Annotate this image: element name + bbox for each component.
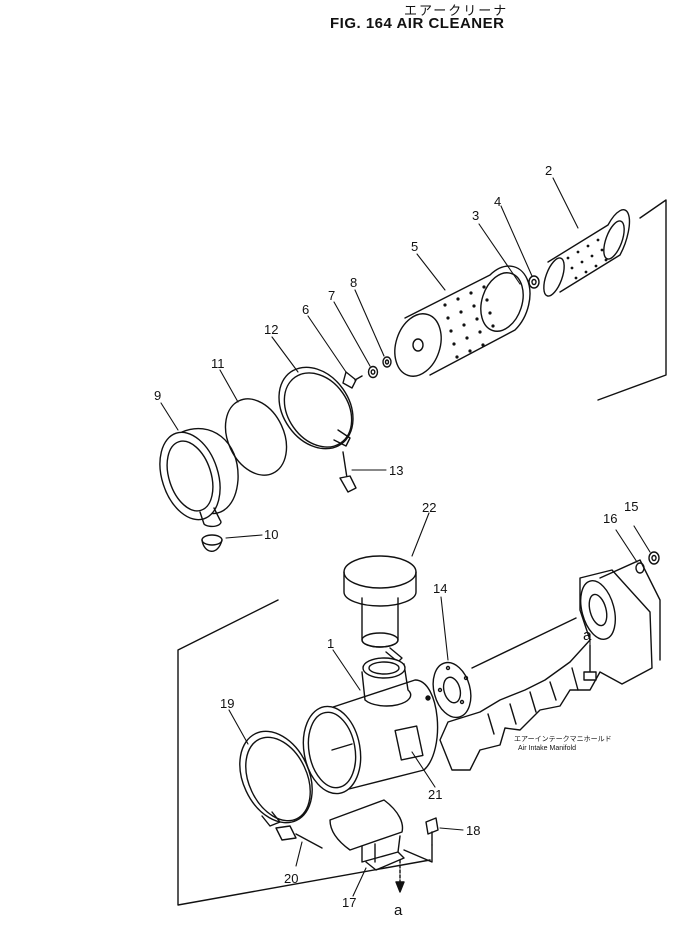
washer-part-8 — [382, 356, 392, 368]
leader-lines — [160, 177, 651, 897]
callout-13: 13 — [389, 463, 403, 478]
air-cleaner-body — [302, 657, 439, 795]
callout-5: 5 — [411, 239, 418, 254]
reference-mark-a-bottom: a — [394, 902, 403, 919]
clamp-band-upper — [278, 366, 354, 450]
callout-17: 17 — [342, 895, 356, 910]
manifold-label-japanese: エアーインテークマニホールド — [514, 735, 612, 743]
clamp-band-lower — [239, 730, 313, 827]
o-ring — [224, 398, 288, 476]
washer-part-7 — [367, 365, 379, 379]
callout-11: 11 — [211, 356, 225, 371]
gasket — [432, 661, 472, 719]
nut-part-15 — [648, 551, 660, 565]
ring-part-4 — [528, 275, 540, 289]
figure-title: FIG. 164 AIR CLEANER — [330, 15, 505, 32]
callout-1: 1 — [327, 636, 334, 651]
callout-2: 2 — [545, 163, 552, 178]
inner-element — [543, 209, 631, 297]
callout-15: 15 — [624, 499, 638, 514]
callout-10: 10 — [264, 527, 278, 542]
callout-19: 19 — [220, 696, 234, 711]
reference-mark-a-top: a — [583, 627, 592, 644]
dust-cap — [201, 534, 223, 552]
precleaner — [343, 555, 417, 663]
cover — [159, 427, 239, 528]
clamp-bolt-lower — [275, 825, 323, 849]
callout-12: 12 — [264, 322, 278, 337]
callout-16: 16 — [603, 511, 617, 526]
callout-7: 7 — [328, 288, 335, 303]
callout-22: 22 — [422, 500, 436, 515]
callout-6: 6 — [302, 302, 309, 317]
mounting-bracket — [329, 799, 405, 871]
assembly-bracket-upper — [597, 199, 667, 401]
callout-3: 3 — [472, 208, 479, 223]
wing-nut — [342, 371, 363, 389]
washer-part-16 — [635, 562, 645, 574]
outer-element — [394, 265, 531, 377]
clamp-bolt-upper — [339, 451, 357, 493]
callout-9: 9 — [154, 388, 161, 403]
callout-20: 20 — [284, 871, 298, 886]
air-intake-manifold — [439, 559, 661, 771]
manifold-label-english: Air Intake Manifold — [518, 745, 576, 752]
callout-14: 14 — [433, 581, 447, 596]
callout-18: 18 — [466, 823, 480, 838]
callout-8: 8 — [350, 275, 357, 290]
callout-4: 4 — [494, 194, 501, 209]
bracket-bolt — [425, 817, 439, 846]
callout-21: 21 — [428, 787, 442, 802]
figure-title-japanese: エアークリーナ — [404, 3, 509, 18]
assembly-bracket-lower — [177, 599, 431, 906]
